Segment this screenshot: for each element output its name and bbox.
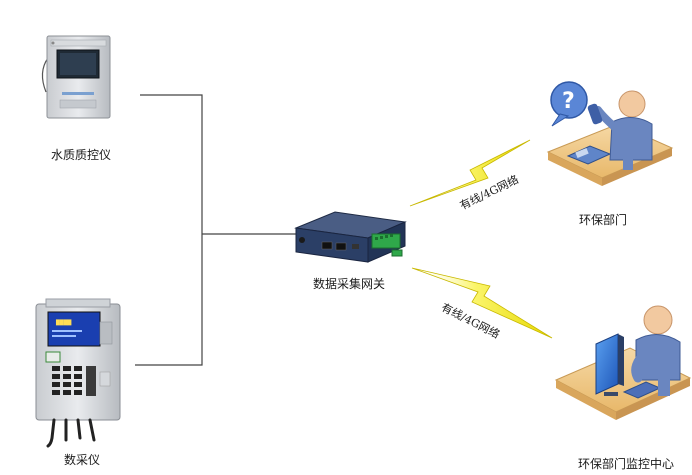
- label-gateway: 数据采集网关: [313, 277, 386, 291]
- env-dept-workstation: ?: [546, 81, 674, 186]
- upper-lightning-bolt: [409, 139, 531, 207]
- svg-text:?: ?: [562, 89, 575, 114]
- line-data-collector: [135, 234, 203, 366]
- water-quality-device: [41, 35, 111, 119]
- svg-text:████: ████: [55, 319, 72, 326]
- lower-lightning-bolt: [411, 267, 553, 339]
- connection-lines: [135, 94, 296, 366]
- line-water-quality: [140, 94, 203, 234]
- label-env-dept: 环保部门: [579, 213, 628, 227]
- label-monitor-center: 环保部门监控中心: [578, 457, 675, 471]
- data-collector-device: ████: [35, 298, 121, 448]
- label-data-collector: 数采仪: [64, 453, 101, 467]
- monitor-center-workstation: [554, 305, 692, 420]
- gateway-device: [294, 211, 407, 263]
- label-water-quality: 水质质控仪: [51, 148, 112, 162]
